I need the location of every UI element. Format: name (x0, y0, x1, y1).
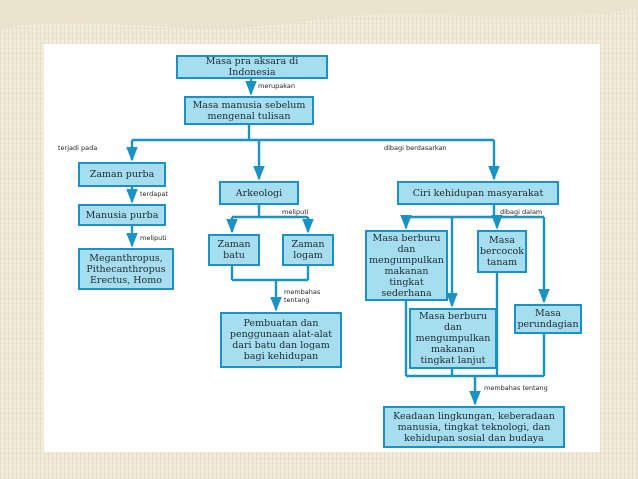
edge-label-dibagi-berdasarkan: dibagi berdasarkan (384, 144, 447, 152)
edge-label-dibagi-dalam: dibagi dalam (500, 208, 543, 216)
node-masa-pra-aksara: Masa pra aksara di Indonesia (176, 55, 328, 79)
node-berburu-sederhana: Masa berburu dan mengumpulkan makanan ti… (365, 230, 448, 301)
node-masa-manusia: Masa manusia sebelum mengenal tulisan (184, 96, 314, 125)
node-bercocok-tanam: Masa bercocok tanam (477, 230, 527, 273)
edge-label-meliputi-arkeologi: meliputi (282, 208, 309, 216)
edge-label-membahas-tentang-alat: membahas tentang (284, 288, 321, 304)
node-meganthropus: Meganthropus, Pithecanthropus Erectus, H… (78, 248, 174, 290)
node-perundagian: Masa perundagian (514, 304, 582, 334)
node-berburu-lanjut: Masa berburu dan mengumpulkan makanan ti… (409, 308, 497, 369)
node-keadaan: Keadaan lingkungan, keberadaan manusia, … (383, 406, 565, 448)
edge-label-terdapat: terdapat (140, 190, 168, 198)
connector-lines (126, 79, 550, 406)
edge-label-membahas-tentang-ciri: membahas tentang (484, 384, 548, 392)
diagram-panel: Masa pra aksara di Indonesia Masa manusi… (44, 44, 600, 452)
node-zaman-batu: Zaman batu (208, 234, 260, 266)
node-zaman-purba: Zaman purba (78, 162, 166, 187)
slide-title-stripe (0, 0, 638, 30)
node-manusia-purba: Manusia purba (78, 204, 166, 226)
edge-label-meliputi-manusia: meliputi (140, 234, 167, 242)
node-zaman-logam: Zaman logam (282, 234, 334, 266)
edge-label-merupakan: merupakan (258, 82, 295, 90)
edge-label-terjadi-pada: terjadi pada (58, 144, 98, 152)
node-pembuatan: Pembuatan dan penggunaan alat-alat dari … (220, 312, 342, 368)
node-arkeologi: Arkeologi (219, 181, 299, 205)
node-ciri-kehidupan: Ciri kehidupan masyarakat (397, 181, 559, 205)
